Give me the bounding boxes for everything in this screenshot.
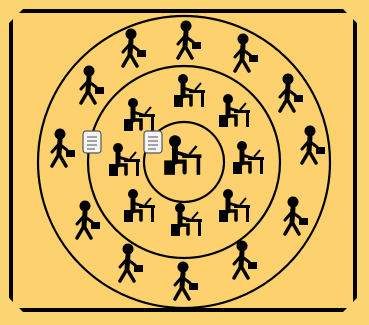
seated-worker-figure: [124, 189, 155, 222]
note-icon: [83, 131, 101, 153]
seated-worker-figure: [171, 203, 202, 236]
walker-figure: [120, 244, 143, 282]
walker-figure: [52, 129, 75, 167]
walker-figure: [235, 34, 258, 72]
walker-figure: [178, 21, 201, 59]
walker-figure: [77, 201, 100, 239]
note-icon: [144, 131, 162, 153]
walker-figure: [285, 197, 308, 235]
walker-figure: [302, 126, 325, 164]
center-worker-figure: [164, 135, 201, 175]
seated-worker-figure: [233, 141, 264, 174]
walker-figure: [280, 74, 303, 112]
walker-figure: [175, 262, 198, 300]
seated-worker-figure: [124, 98, 155, 131]
seated-worker-figure: [174, 74, 205, 107]
walker-figure: [234, 241, 257, 279]
walker-figure: [81, 66, 104, 104]
walker-figure: [123, 29, 146, 67]
seated-worker-figure: [219, 94, 250, 127]
seated-worker-figure: [219, 189, 250, 222]
seated-worker-figure: [109, 143, 140, 176]
